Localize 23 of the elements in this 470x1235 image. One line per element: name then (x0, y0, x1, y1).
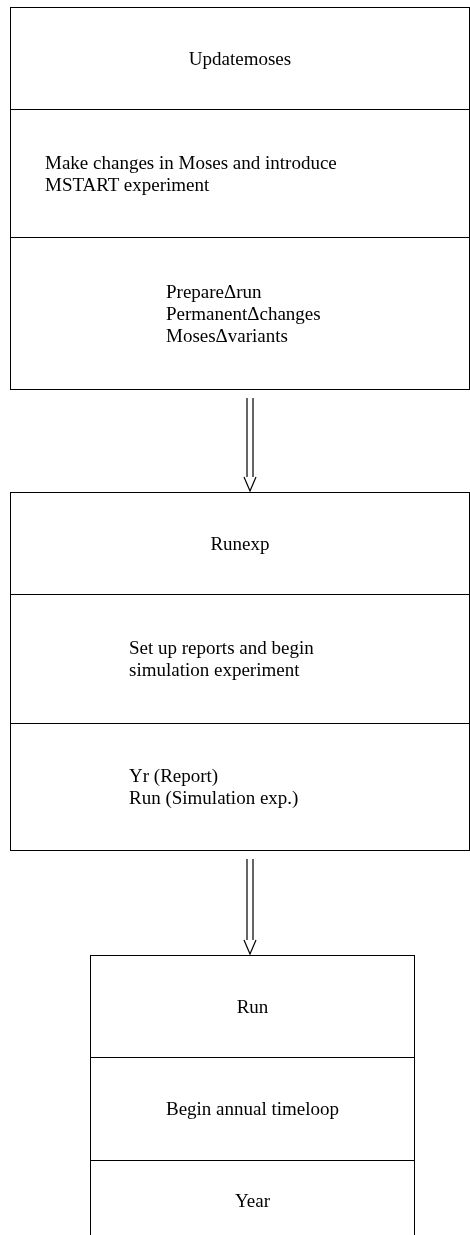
step-text: Yr (Report) (129, 765, 219, 787)
step-text: MosesΔvariants (166, 324, 288, 347)
double-arrow (243, 397, 257, 493)
process-cell (90, 955, 415, 1058)
step-text: Make changes in Moses and introduce MSTART experiment (45, 151, 338, 196)
process-cell (10, 109, 470, 238)
step-text: PermanentΔchanges (166, 302, 321, 325)
step-text: Set up reports and begin simulation experiment (129, 637, 315, 681)
process-cell (10, 7, 470, 110)
process-cell (10, 237, 470, 390)
process-cell (10, 492, 470, 595)
step-text: Runexp (210, 532, 270, 555)
process-cell (90, 1160, 415, 1235)
step-text: Year (235, 1189, 270, 1212)
step-text: Updatemoses (188, 47, 292, 70)
step-text: Begin annual timeloop (165, 1098, 340, 1120)
step-text: PrepareΔrun (166, 280, 262, 303)
process-cell (10, 723, 470, 851)
double-arrow (243, 858, 257, 956)
process-cell (90, 1057, 415, 1161)
process-cell (10, 594, 470, 724)
step-text: Run (Simulation exp.) (129, 787, 299, 809)
step-text: Run (236, 995, 269, 1018)
